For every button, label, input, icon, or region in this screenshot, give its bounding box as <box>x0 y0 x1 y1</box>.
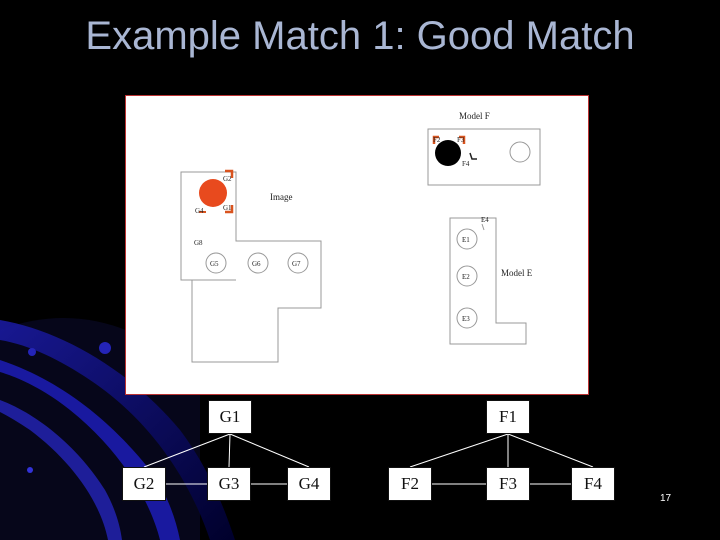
model-f: Model F F2 F3 F4 <box>427 111 541 186</box>
model-image-figure: Model F F2 F3 F4 Image G2 G1 G4 G8 G5 <box>125 95 589 395</box>
tree-node-f4: F4 <box>571 467 615 501</box>
model-f-label: Model F <box>459 111 490 121</box>
tree-node-f3: F3 <box>486 467 530 501</box>
g4-label: G4 <box>195 207 204 215</box>
e1-label: E1 <box>462 236 470 244</box>
model-f-white-circle <box>509 141 531 163</box>
tree-node-g1: G1 <box>208 400 252 434</box>
g1-label: G1 <box>223 204 232 212</box>
tree-edges <box>143 433 594 485</box>
tree-node-f2: F2 <box>388 467 432 501</box>
bracket-icon <box>432 135 439 144</box>
model-f-black-circle <box>435 140 461 166</box>
page-number: 17 <box>660 493 672 504</box>
tree-node-g2: G2 <box>122 467 166 501</box>
g8-label: G8 <box>194 239 203 247</box>
figure-canvas: Model F F2 F3 F4 Image G2 G1 G4 G8 G5 <box>180 111 541 363</box>
e3-label: E3 <box>462 315 470 323</box>
g6-label: G6 <box>252 260 261 268</box>
g5-label: G5 <box>210 260 219 268</box>
tree-node-g3: G3 <box>207 467 251 501</box>
f2-label: F2 <box>433 136 441 144</box>
g7-label: G7 <box>292 260 301 268</box>
g2-label: G2 <box>223 175 232 183</box>
slide-title: Example Match 1: Good Match <box>85 14 635 58</box>
dot-decoration <box>99 342 111 354</box>
tree-node-g4: G4 <box>287 467 331 501</box>
image-label: Image <box>270 192 293 202</box>
f4-label: F4 <box>462 160 470 168</box>
model-e-label: Model E <box>501 268 533 278</box>
e4-label: E4 <box>481 216 489 224</box>
model-e: E4 E1 E2 E3 Model E <box>449 216 533 345</box>
image-shape: Image G2 G1 G4 G8 G5 G6 G7 <box>180 169 322 363</box>
match-trees: G1 G2 G3 G4 F1 F2 F3 F4 <box>0 395 720 540</box>
image-red-circle <box>199 179 227 207</box>
tree-node-f1: F1 <box>486 400 530 434</box>
f3-label: F3 <box>457 136 465 144</box>
e2-label: E2 <box>462 273 470 281</box>
